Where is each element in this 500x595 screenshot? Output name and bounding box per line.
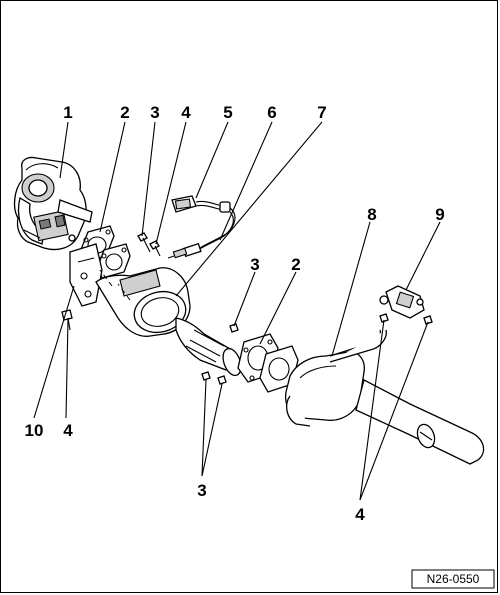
callout-2-middle: 2	[291, 255, 300, 274]
callout-2-top: 2	[120, 103, 129, 122]
front-silencer-pipe	[284, 329, 485, 465]
clamp-nut-lower-left	[201, 371, 211, 381]
callout-8: 8	[367, 205, 376, 224]
callout-labels: 1 2 3 4 5 6 7 8 9 3 2 10 4 3 4	[25, 103, 445, 524]
callout-9: 9	[435, 205, 444, 224]
callout-3-bottom: 3	[197, 481, 206, 500]
callout-1: 1	[63, 103, 72, 122]
flange-bolts	[137, 232, 161, 257]
sensor-lead	[199, 207, 236, 249]
reference-label-box: N26-0550	[411, 569, 495, 589]
callout-3-top: 3	[150, 103, 159, 122]
clamp-nut-lower-right	[217, 375, 227, 385]
support-bracket	[61, 243, 103, 331]
callout-4-bottom: 4	[355, 505, 365, 524]
mounting-bracket	[379, 285, 433, 325]
leader-lines	[33, 121, 441, 501]
callout-3-middle: 3	[250, 255, 259, 274]
callout-5: 5	[223, 103, 232, 122]
reference-code: N26-0550	[427, 572, 480, 586]
sensor-grommet	[219, 201, 231, 213]
sensor-connector	[171, 195, 197, 213]
exhaust-temp-sensor	[167, 242, 202, 259]
turbocharger	[13, 156, 93, 251]
callout-4-top: 4	[181, 103, 191, 122]
catalytic-converter	[95, 267, 242, 377]
callout-7: 7	[317, 103, 326, 122]
callout-6: 6	[267, 103, 276, 122]
front-flange	[97, 243, 131, 279]
callout-4-left: 4	[63, 421, 73, 440]
callout-10: 10	[25, 421, 44, 440]
